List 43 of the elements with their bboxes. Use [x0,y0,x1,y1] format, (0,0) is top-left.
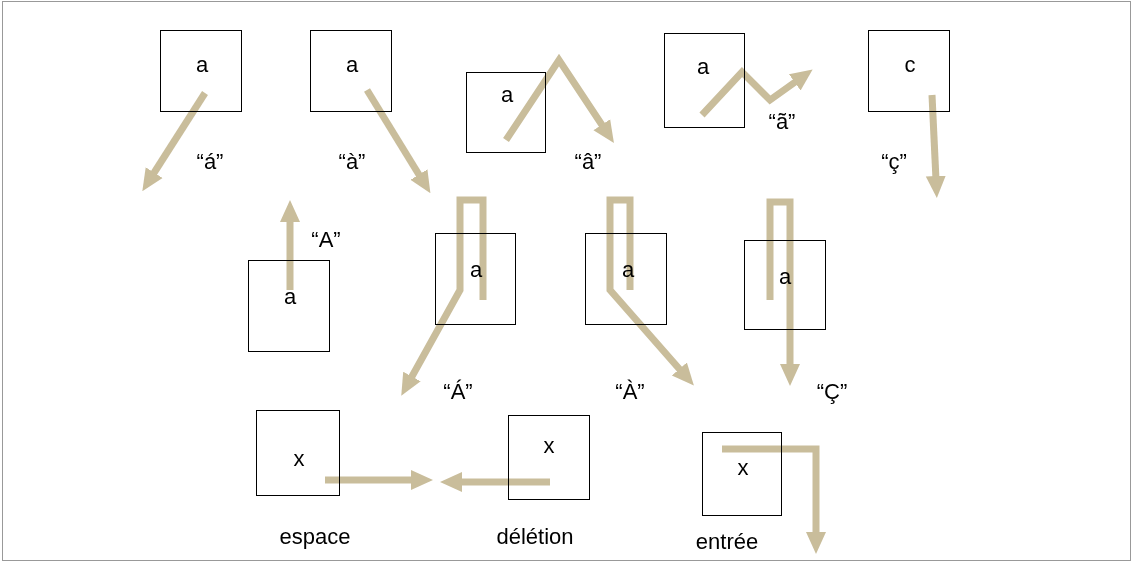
gesture-label: “ã” [768,110,796,134]
gesture-arrow [606,196,694,386]
key-letter: a [621,258,635,282]
key-letter: x [293,447,305,471]
gesture-arrow [925,94,946,198]
gesture-label: délétion [496,525,574,549]
letter-box [160,30,242,112]
letter-box [868,30,950,112]
gesture-arrow [364,88,431,194]
key-letter: a [778,265,792,289]
letter-box [248,260,330,352]
gesture-arrow [142,91,208,192]
gesture-label: “à” [338,150,366,174]
gesture-arrow [699,66,813,118]
key-letter: x [543,434,555,458]
key-letter: x [737,456,749,480]
key-letter: a [195,53,209,77]
key-letter: a [696,55,710,79]
gesture-label: espace [279,525,351,549]
letter-box [702,432,782,516]
letter-box [508,415,590,500]
gesture-label: “ç” [881,150,907,174]
key-letter: a [469,258,483,282]
letter-box [466,72,546,153]
key-letter: a [500,83,514,107]
letter-box [664,33,745,128]
letter-box [256,410,340,496]
gesture-arrow [401,196,487,396]
gesture-label: “À” [615,380,645,404]
gesture-label: entrée [695,530,759,554]
key-letter: c [904,53,916,77]
gesture-arrow [766,198,800,386]
gesture-label: “Ç” [816,380,848,404]
key-letter: a [345,53,359,77]
gesture-label: “â” [574,150,602,174]
letter-box [435,233,516,325]
letter-box [585,233,667,325]
key-letter: a [283,285,297,309]
gesture-label: “A” [311,228,341,252]
letter-box [310,30,392,112]
gesture-label: “Á” [443,380,473,404]
gesture-label: “á” [196,150,224,174]
letter-box [744,240,826,330]
